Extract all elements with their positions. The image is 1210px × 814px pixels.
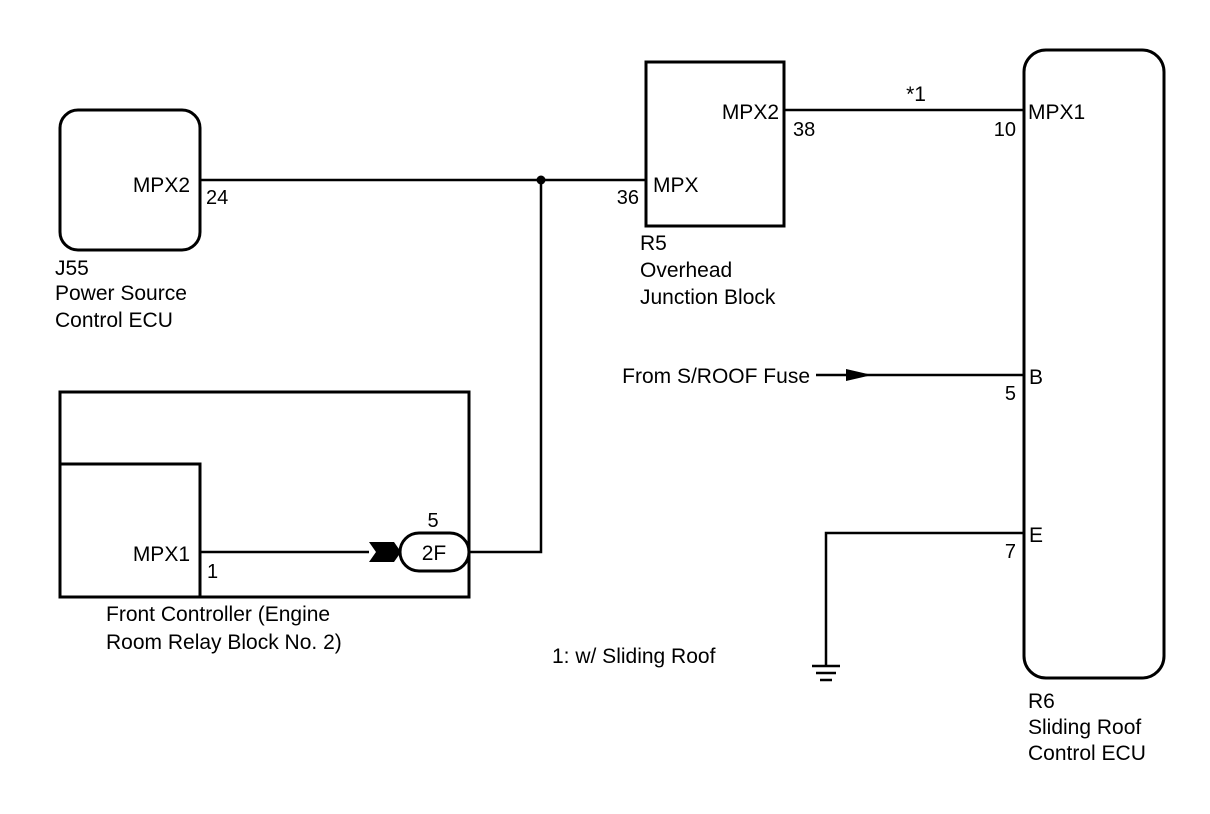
- component-code-j55: J55: [55, 257, 89, 280]
- front-controller-outer-box: [58, 390, 471, 599]
- terminal-e-label: E: [1029, 524, 1043, 547]
- front-controller-inner-box: [60, 462, 202, 597]
- pin-10-label: 10: [994, 119, 1016, 141]
- component-code-r6: R6: [1028, 690, 1055, 713]
- power-source-control-ecu: MPX2 24 J55 Power Source Control ECU: [55, 108, 228, 332]
- component-name-line2: Junction Block: [640, 286, 776, 309]
- terminal-mpx1-label: MPX1: [133, 543, 190, 566]
- fuse-source-label: From S/ROOF Fuse: [622, 365, 810, 388]
- component-name-line2: Room Relay Block No. 2): [106, 631, 342, 654]
- connector-chevron-icon: [369, 542, 401, 562]
- terminal-b-label: B: [1029, 366, 1043, 389]
- terminal-mpx-label: MPX: [653, 174, 699, 197]
- terminal-mpx2-label: MPX2: [133, 174, 190, 197]
- connector-2f: 2F 5: [369, 510, 471, 573]
- component-name-line1: Overhead: [640, 259, 732, 282]
- component-code-r5: R5: [640, 232, 667, 255]
- wire-mark-label: *1: [906, 83, 926, 106]
- pin-38-label: 38: [793, 119, 815, 141]
- component-name-line1: Sliding Roof: [1028, 716, 1141, 739]
- component-name-line2: Control ECU: [1028, 742, 1146, 765]
- junction-block-box: [644, 60, 786, 228]
- terminal-mpx2-label: MPX2: [722, 101, 779, 124]
- pin-1-label: 1: [207, 561, 218, 583]
- pin-5-label: 5: [1005, 383, 1016, 405]
- wire-to-connector-2f: [469, 180, 543, 554]
- connector-pin-5-label: 5: [427, 510, 438, 532]
- overhead-junction-block: MPX2 38 MPX 36 R5 Overhead Junction Bloc…: [617, 60, 815, 309]
- wire-e-to-ground: [824, 531, 1024, 666]
- footnote: 1: w/ Sliding Roof: [552, 645, 716, 668]
- sliding-roof-control-ecu: MPX1 10 B 5 E 7 R6 Sliding Roof Control …: [994, 48, 1166, 765]
- ground-icon: [812, 664, 840, 682]
- pin-36-label: 36: [617, 187, 639, 209]
- arrow-right-icon: [846, 369, 872, 381]
- sliding-roof-ecu-box: [1022, 48, 1166, 680]
- connector-2f-label: 2F: [422, 542, 447, 565]
- front-controller: MPX1 1 Front Controller (Engine Room Rel…: [58, 390, 471, 654]
- terminal-mpx1-label: MPX1: [1028, 101, 1085, 124]
- component-name-line1: Front Controller (Engine: [106, 603, 330, 626]
- wires: *1 From S/ROOF Fuse: [200, 83, 1024, 682]
- component-name-line2: Control ECU: [55, 309, 173, 332]
- pin-7-label: 7: [1005, 541, 1016, 563]
- component-name-line1: Power Source: [55, 282, 187, 305]
- pin-24-label: 24: [206, 187, 228, 209]
